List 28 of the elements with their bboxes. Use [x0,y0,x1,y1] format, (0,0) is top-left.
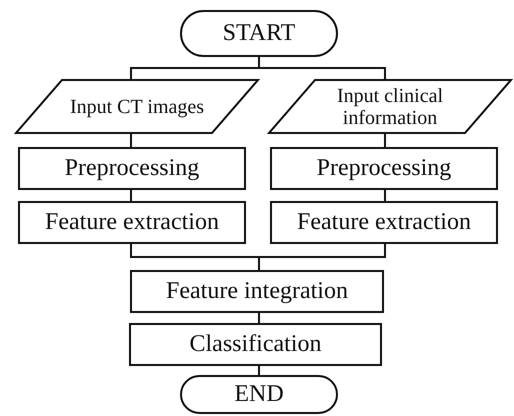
terminal-box [180,10,338,57]
node-label: Feature integration [165,278,349,305]
process-box [129,323,382,366]
connector-line [384,134,386,147]
connector-line [130,134,132,147]
process-box [18,147,246,190]
node-label: START [222,20,296,47]
node-label: END [233,381,285,408]
connector-line [258,313,260,323]
node-label: Preprocessing [316,155,452,182]
connector-line [258,57,386,79]
connector-line [258,244,386,270]
node-label: Classification [188,331,322,358]
connector-line [258,366,260,375]
process-box [130,270,384,313]
process-box [18,201,246,244]
process-box [270,201,498,244]
node-label: Feature extraction [296,209,472,236]
input-parallelogram [268,79,512,134]
input-parallelogram [15,79,259,134]
node-label: Input CT images [68,96,206,118]
node-label: Input clinical information [336,84,444,128]
process-box [270,147,498,190]
connector-line [130,190,132,201]
node-label: Preprocessing [64,155,200,182]
terminal-box [180,375,338,414]
connector-line [384,190,386,201]
node-label: Feature extraction [44,209,220,236]
